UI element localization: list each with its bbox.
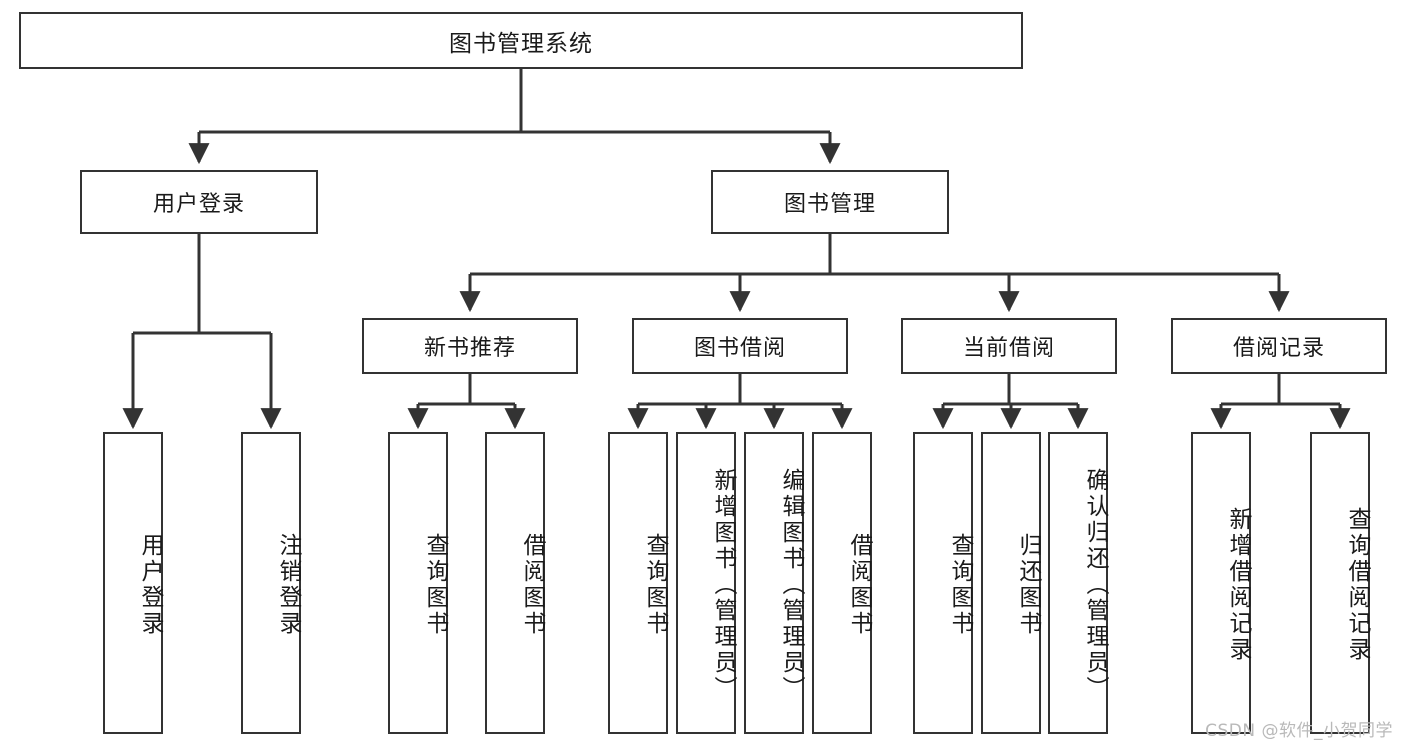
node-leaf-logout-login[interactable]: 注销登录 — [241, 432, 301, 734]
node-leaf-query-book-borrow[interactable]: 查询图书 — [608, 432, 668, 734]
node-leaf-add-book-admin[interactable]: 新增图书（管理员） — [676, 432, 736, 734]
node-leaf-query-book-recommend[interactable]: 查询图书 — [388, 432, 448, 734]
node-new-book-recommend[interactable]: 新书推荐 — [362, 318, 578, 374]
node-borrow-record[interactable]: 借阅记录 — [1171, 318, 1387, 374]
node-book-management[interactable]: 图书管理 — [711, 170, 949, 234]
node-leaf-confirm-return-admin[interactable]: 确认归还（管理员） — [1048, 432, 1108, 734]
node-leaf-user-login[interactable]: 用户登录 — [103, 432, 163, 734]
node-book-borrow[interactable]: 图书借阅 — [632, 318, 848, 374]
node-root-book-management-system[interactable]: 图书管理系统 — [19, 12, 1023, 69]
csdn-watermark: CSDN @软件_小贺同学 — [1205, 721, 1393, 741]
node-leaf-borrow-book-recommend[interactable]: 借阅图书 — [485, 432, 545, 734]
node-leaf-edit-book-admin[interactable]: 编辑图书（管理员） — [744, 432, 804, 734]
node-leaf-return-book[interactable]: 归还图书 — [981, 432, 1041, 734]
node-leaf-borrow-book[interactable]: 借阅图书 — [812, 432, 872, 734]
node-leaf-add-borrow-record[interactable]: 新增借阅记录 — [1191, 432, 1251, 734]
node-leaf-query-borrow-record[interactable]: 查询借阅记录 — [1310, 432, 1370, 734]
node-leaf-query-book-current[interactable]: 查询图书 — [913, 432, 973, 734]
node-user-login[interactable]: 用户登录 — [80, 170, 318, 234]
node-current-borrow[interactable]: 当前借阅 — [901, 318, 1117, 374]
